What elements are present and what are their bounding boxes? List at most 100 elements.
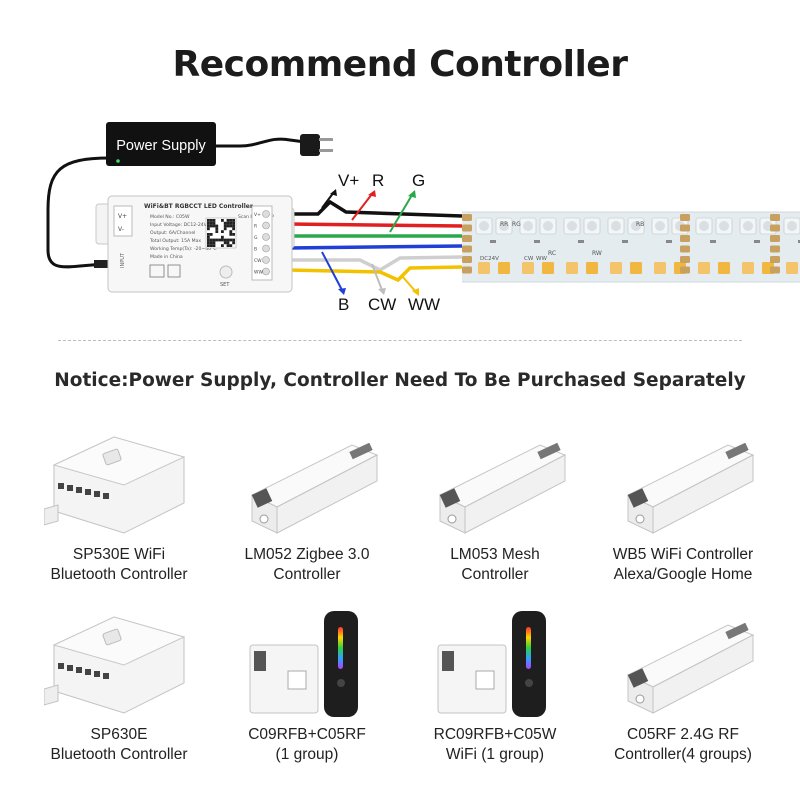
pad-label: WW — [536, 256, 547, 262]
terminal-screw-icon — [262, 221, 270, 230]
warm-white-led-chip — [654, 262, 666, 274]
pad-label: RC — [548, 250, 556, 257]
warm-white-led-chip — [586, 262, 598, 274]
arrow-cool-white — [371, 263, 383, 291]
output-terminal-label: WW — [254, 270, 263, 276]
product-caption-line: Alexa/Google Home — [613, 566, 753, 583]
solder-pad-icon — [680, 224, 690, 232]
wire-label-r: R — [372, 171, 384, 190]
plug-prong-icon — [319, 149, 333, 152]
solder-pad-icon — [680, 214, 690, 221]
output-terminal-label: CW — [254, 258, 262, 264]
dc-plug — [94, 260, 108, 268]
warm-white-led-chip — [566, 262, 578, 274]
power-led-icon — [116, 159, 120, 163]
bar-controller-icon — [438, 442, 567, 534]
product-caption-line: RC09RFB+C05W — [433, 726, 557, 743]
product-caption-line: SP530E WiFi — [72, 546, 166, 563]
bar-controller-icon — [250, 442, 379, 534]
terminal-screw-icon — [262, 267, 270, 276]
product-caption-line: LM053 Mesh — [450, 546, 540, 563]
warm-white-led-chip — [498, 262, 510, 274]
warm-white-led-chip — [522, 262, 534, 274]
product-card: C09RFB+C05RF (1 group) — [212, 605, 402, 765]
bar-controller-icon — [626, 442, 755, 534]
solder-pad-icon — [462, 256, 472, 263]
pad-label: RB — [636, 221, 644, 228]
arrow-warm-white — [401, 275, 417, 293]
strip-pad-labels: RR RG RB RC RW DC24V CW WW — [480, 221, 644, 262]
solder-pad-icon — [770, 224, 780, 232]
square-controller-icon — [44, 616, 186, 714]
set-button[interactable] — [219, 265, 233, 279]
controller-spec-line: Output: 6A/Channel — [150, 230, 195, 236]
solder-pad-icon — [680, 266, 690, 274]
set-label: SET — [220, 282, 230, 288]
pad-label: CW — [524, 256, 534, 262]
product-caption-line: LM052 Zigbee 3.0 — [244, 546, 370, 563]
led-chip-group — [475, 217, 800, 274]
product-card: RC09RFB+C05W WiFi (1 group) — [400, 605, 590, 765]
product-caption-line: Controller — [273, 566, 341, 583]
product-caption-line: WB5 WiFi Controller — [612, 546, 754, 563]
terminal-screw-icon — [262, 210, 270, 218]
warm-white-led-chip — [630, 262, 642, 274]
strip-solder-pads — [462, 214, 780, 274]
arrow-head-icon — [408, 190, 416, 198]
product-caption: C09RFB+C05RF (1 group) — [212, 725, 402, 765]
power-supply-label: Power Supply — [116, 138, 206, 154]
ac-cable — [216, 137, 306, 148]
controller-spec-line: Model No.: C05W — [150, 214, 190, 220]
product-caption-line: C05RF 2.4G RF — [627, 726, 739, 743]
product-caption-line: Bluetooth Controller — [50, 566, 188, 583]
solder-pad-icon — [462, 245, 472, 253]
wire-cool-white — [288, 255, 463, 272]
solder-pad-icon — [770, 245, 780, 253]
remote-controller-icon — [437, 611, 546, 717]
warm-white-led-chip — [542, 262, 554, 274]
arrow-v-plus — [321, 191, 335, 209]
warm-white-led-chip — [786, 262, 798, 274]
solder-pad-icon — [462, 214, 472, 221]
output-terminal-label: R — [254, 224, 257, 230]
solder-pad-icon — [680, 235, 690, 242]
product-caption-line: Controller(4 groups) — [614, 746, 752, 763]
solder-pad-icon — [462, 224, 472, 232]
dc-cable — [46, 156, 111, 269]
product-caption-line: C09RFB+C05RF — [248, 726, 366, 743]
solder-pad-icon — [680, 245, 690, 253]
product-caption-line: WiFi (1 group) — [445, 746, 545, 763]
wire-label-v-plus: V+ — [338, 171, 359, 190]
warm-white-led-chip — [718, 262, 730, 274]
wire-label-ww: WW — [408, 295, 440, 314]
arrow-red — [351, 193, 373, 221]
product-caption: C05RF 2.4G RF Controller(4 groups) — [588, 725, 778, 765]
solder-pad-icon — [770, 256, 780, 263]
solder-pad-icon — [770, 266, 780, 274]
product-caption-line: (1 group) — [275, 746, 339, 763]
notice-text: Notice:Power Supply, Controller Need To … — [54, 370, 746, 391]
input-terminal-label: V- — [118, 226, 124, 233]
terminal-screw-icon — [262, 233, 270, 241]
controller-heading: WiFi&BT RGBCCT LED Controller — [144, 203, 253, 210]
arrow-head-icon — [368, 190, 376, 197]
controller-box — [107, 195, 293, 293]
arrow-head-icon — [378, 288, 386, 295]
product-card: C05RF 2.4G RF Controller(4 groups) — [588, 605, 778, 765]
plug-prong-icon — [319, 138, 333, 141]
input-terminal-block — [113, 205, 133, 237]
product-caption-line: Bluetooth Controller — [50, 746, 188, 763]
wire-v-plus — [288, 199, 463, 218]
solder-pad-icon — [462, 235, 472, 242]
solder-pad-icon — [462, 266, 472, 274]
pad-label: RR — [500, 221, 508, 228]
arrow-head-icon — [412, 288, 419, 296]
qr-code-icon — [205, 217, 237, 249]
